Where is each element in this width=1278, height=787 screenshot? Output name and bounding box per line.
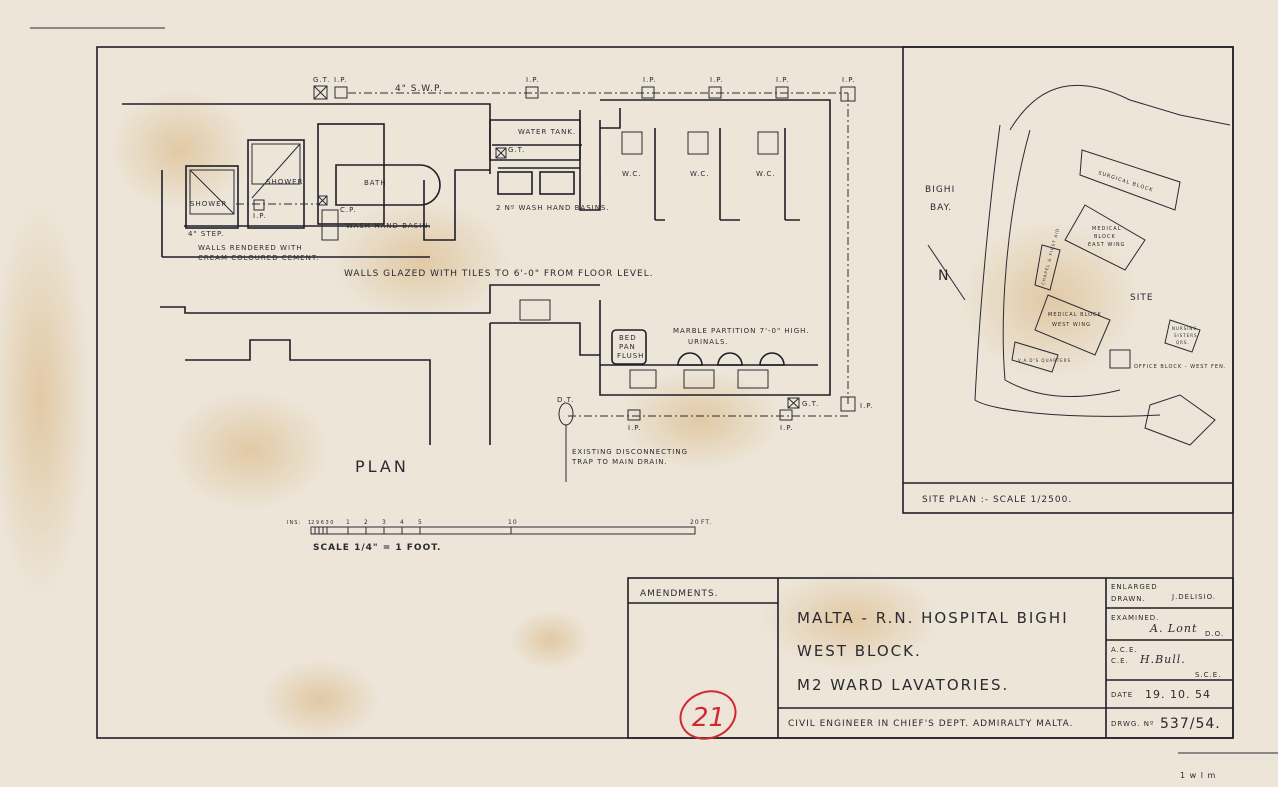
2-label: 3 [382, 519, 387, 526]
examined-label: EXAMINED. [1111, 614, 1159, 622]
vads-label: V.A.D'S QUARTERS [1018, 358, 1071, 363]
wash-hand-basin-label: WASH HAND BASIN. [346, 222, 432, 230]
surgical-label: SURGICAL BLOCK [1097, 170, 1154, 194]
drawing-number: 537/54. [1160, 716, 1221, 732]
plan-title: PLAN [355, 457, 409, 476]
water-tank-label: WATER TANK. [518, 128, 576, 136]
nursing-3-label: QRS. [1176, 340, 1190, 345]
nursing-2-label: SISTERS [1174, 333, 1198, 338]
ip-label: I.P. [334, 76, 348, 84]
office-label: OFFICE BLOCK - WEST FEN. [1134, 364, 1226, 370]
bed-pan-3-label: FLUSH [617, 352, 644, 360]
bed-pan-1-label: BED [619, 334, 637, 342]
0-label: 1 [346, 519, 351, 526]
ip-label: I.P. [842, 76, 856, 84]
ip-label: I.P. [780, 424, 794, 432]
wash-basins-label: 2 Nº WASH HAND BASINS. [496, 204, 610, 212]
sce-label: S.C.E. [1195, 671, 1221, 679]
amendments-label: AMENDMENTS. [640, 589, 719, 599]
medical-west-wing [1034, 294, 1111, 356]
enlarged-label: ENLARGED [1111, 583, 1158, 591]
ace-label: A.C.E. [1111, 646, 1138, 654]
bath-label: BATH [364, 179, 387, 187]
gt-label: G.T. [313, 76, 330, 84]
north-label: N [938, 268, 949, 284]
trap-2-label: TRAP TO MAIN DRAIN. [571, 458, 668, 466]
disconnecting-trap [558, 402, 574, 426]
bay2-label: BAY. [930, 203, 952, 213]
unit-label: FT. [701, 519, 712, 526]
gt-label: G.T. [508, 146, 525, 154]
dt-label: D.T. [557, 396, 574, 404]
ce-label: C.E. [1111, 657, 1129, 665]
stamp-number: 21 [692, 703, 725, 733]
trap-1-label: EXISTING DISCONNECTING [572, 448, 688, 456]
do-label: D.O. [1205, 630, 1224, 638]
ip-label: I.P. [253, 212, 267, 220]
bed-pan-2-label: PAN [619, 343, 636, 351]
walls-glazed-label: WALLS GLAZED WITH TILES TO 6'-0" FROM FL… [344, 269, 654, 279]
ce-signature: H.Bull. [1139, 653, 1186, 666]
scale-bar: INS: 12 9 6 3 0 1 2 3 4 5 10 20 FT. SCAL… [287, 519, 712, 553]
medical-east-2-label: BLOCK [1094, 234, 1116, 240]
walls-rendered-1-label: WALLS RENDERED WITH [198, 244, 303, 252]
drawn-by-label: J.DELISIO. [1171, 593, 1216, 601]
medical-west-2-label: WEST WING [1052, 322, 1091, 328]
north-arrow [927, 244, 966, 301]
date-label-label: DATE [1111, 691, 1133, 699]
wc-label: W.C. [690, 170, 709, 178]
ip-label: I.P. [643, 76, 657, 84]
gt-label: G.T. [802, 400, 819, 408]
ip-label: I.P. [710, 76, 724, 84]
caption-label: SCALE 1/4" = 1 FOOT. [313, 543, 441, 553]
paper-stains [0, 90, 1140, 740]
coastline [974, 84, 1231, 417]
inch-ticks-label: 12 9 6 3 0 [308, 520, 333, 526]
swp-label: 4" S.W.P. [395, 84, 443, 94]
office-block [1109, 349, 1131, 369]
ip-label: I.P. [628, 424, 642, 432]
wc-label: W.C. [622, 170, 641, 178]
title-block: AMENDMENTS. MALTA - R.N. HOSPITAL BIGHI … [627, 577, 1234, 740]
stamp-circle [679, 690, 737, 740]
title-line-2: WEST BLOCK. [797, 642, 922, 660]
medical-east-3-label: EAST WING [1088, 242, 1125, 248]
drwg-label-label: DRWG. Nº [1111, 720, 1154, 728]
4-label: 5 [418, 519, 423, 526]
plan-labels: G.T. I.P. 4" S.W.P. I.P. I.P. I.P. I.P. … [188, 76, 874, 476]
floor-plan [122, 85, 856, 482]
5-label: 10 [508, 519, 518, 526]
bay-label: BIGHI [925, 185, 955, 195]
drawing-date: 19. 10. 54 [1145, 688, 1211, 701]
site-plan-caption: SITE PLAN :- SCALE 1/2500. [922, 495, 1072, 505]
wc-label: W.C. [756, 170, 775, 178]
urinals-label: URINALS. [688, 338, 729, 346]
shower-label: SHOWER [190, 200, 227, 208]
medical-east-wing [1064, 204, 1146, 271]
medical-east-1-label: MEDICAL [1092, 226, 1122, 232]
site-label: SITE [1130, 293, 1154, 303]
step-label: 4" STEP. [188, 230, 224, 238]
ip-label: I.P. [776, 76, 790, 84]
corner-note: 1 w l m [1180, 771, 1216, 780]
medical-west-1-label: MEDICAL BLOCK [1048, 312, 1102, 318]
ip-label: I.P. [860, 402, 874, 410]
title-line-1: MALTA - R.N. HOSPITAL BIGHI [797, 609, 1069, 627]
marble-label: MARBLE PARTITION 7'-0" HIGH. [673, 327, 810, 335]
shower-label: SHOWER [266, 178, 303, 186]
1-label: 2 [364, 519, 369, 526]
walls-rendered-2-label: CREAM COLOURED CEMENT. [198, 254, 320, 262]
6-label: 20 [690, 519, 700, 526]
3-label: 4 [400, 519, 405, 526]
nursing-1-label: NURSING [1172, 326, 1198, 331]
cp-label: C.P. [340, 206, 356, 214]
department: CIVIL ENGINEER IN CHIEF'S DEPT. ADMIRALT… [788, 719, 1074, 729]
ins-label-label: INS: [287, 520, 301, 526]
drawn-label: DRAWN. [1111, 595, 1146, 603]
title-line-3: M2 WARD LAVATORIES. [797, 676, 1009, 694]
surgical-block [1079, 149, 1181, 211]
ip-label: I.P. [526, 76, 540, 84]
examiner-signature: A. Lont [1149, 622, 1197, 635]
